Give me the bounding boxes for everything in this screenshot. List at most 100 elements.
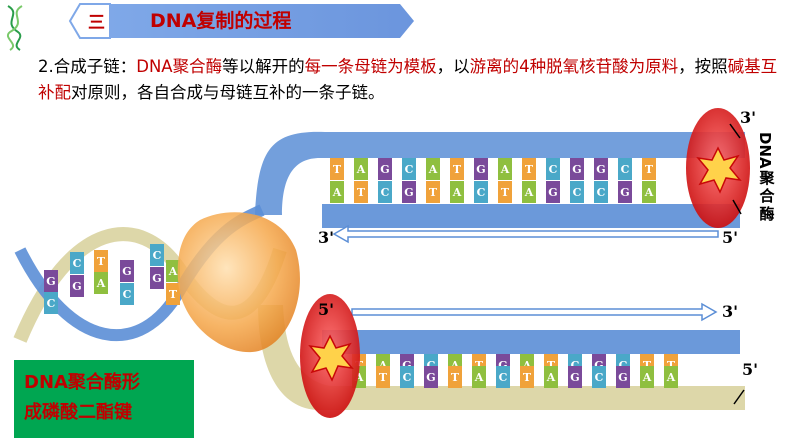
nucleotide-G: G — [618, 181, 632, 203]
nucleotide-T: T — [426, 181, 440, 203]
nucleotide-C: C — [378, 181, 392, 203]
nucleotide-A: A — [166, 260, 180, 282]
nucleotide-G: G — [616, 366, 630, 388]
svg-text:T: T — [475, 359, 484, 372]
svg-text:C: C — [597, 186, 606, 199]
svg-text:T: T — [667, 359, 676, 372]
dna-polymerase-bottom — [300, 294, 745, 418]
svg-text:C: C — [621, 163, 630, 176]
nucleotide-T: T — [520, 366, 534, 388]
end-label-top-3prime: 3' — [740, 108, 757, 127]
nucleotide-A: A — [94, 272, 108, 294]
para-part: 等以解开的 — [222, 57, 305, 76]
svg-text:C: C — [595, 371, 604, 384]
svg-text:C: C — [381, 186, 390, 199]
svg-text:G: G — [570, 371, 579, 384]
para-keyword: DNA聚合酶 — [136, 57, 223, 76]
nucleotide-C: C — [570, 181, 584, 203]
svg-text:C: C — [403, 371, 412, 384]
svg-text:C: C — [499, 371, 508, 384]
svg-text:T: T — [333, 163, 342, 176]
svg-text:G: G — [548, 186, 557, 199]
svg-text:A: A — [546, 371, 556, 384]
nucleotide-A: A — [640, 366, 654, 388]
svg-text:A: A — [354, 371, 364, 384]
svg-text:A: A — [96, 277, 106, 290]
svg-text:A: A — [644, 186, 654, 199]
svg-text:C: C — [153, 249, 162, 262]
nucleotide-C: C — [592, 366, 606, 388]
svg-text:C: C — [73, 257, 82, 270]
vertical-label-char: DNA — [756, 132, 774, 169]
top-new-strand — [322, 204, 740, 228]
vertical-label-char: 酶 — [759, 204, 775, 223]
vertical-label-char: 聚 — [759, 168, 775, 187]
nucleotide-T: T — [642, 158, 656, 180]
nucleotide-C: C — [546, 158, 560, 180]
svg-text:T: T — [547, 359, 556, 372]
nucleotide-C: C — [618, 158, 632, 180]
nucleotide-G: G — [568, 366, 582, 388]
bottom-parental-strand — [258, 305, 745, 410]
svg-text:T: T — [97, 255, 106, 268]
para-part: ，以 — [436, 57, 470, 76]
nucleotide-C: C — [44, 292, 58, 314]
svg-text:A: A — [524, 186, 534, 199]
svg-text:G: G — [476, 163, 485, 176]
svg-text:C: C — [477, 186, 486, 199]
nucleotide-C: C — [594, 181, 608, 203]
nucleotide-A: A — [330, 181, 344, 203]
svg-text:G: G — [402, 359, 411, 372]
svg-text:T: T — [379, 371, 388, 384]
nucleotide-G: G — [378, 158, 392, 180]
nucleotide-A: A — [544, 366, 558, 388]
nucleotide-G: G — [546, 181, 560, 203]
nucleotide-C: C — [402, 158, 416, 180]
bottom-base-pairs: TAGCATGATCGCTTATCGTACTAGCGAA — [352, 354, 678, 388]
nucleotide-T: T — [450, 158, 464, 180]
svg-text:C: C — [571, 359, 580, 372]
svg-text:A: A — [428, 163, 438, 176]
nucleotide-C: C — [474, 181, 488, 203]
nucleotide-C: C — [150, 244, 164, 266]
nucleotide-A: A — [450, 181, 464, 203]
svg-text:A: A — [168, 265, 178, 278]
svg-text:C: C — [427, 359, 436, 372]
nucleotide-T: T — [376, 366, 390, 388]
para-keyword: 每一条母链为模板 — [304, 57, 437, 76]
enzyme-caption-line2: 成磷酸二酯键 — [24, 402, 132, 423]
svg-text:T: T — [451, 371, 460, 384]
end-label-bottom-arrow-3prime: 3' — [722, 302, 739, 321]
nucleotide-A: A — [498, 158, 512, 180]
svg-text:A: A — [356, 163, 366, 176]
nucleotide-T: T — [522, 158, 536, 180]
svg-text:C: C — [123, 288, 132, 301]
nucleotide-A: A — [522, 181, 536, 203]
description-paragraph: 2.合成子链：DNA聚合酶等以解开的每一条母链为模板，以游离的4种脱氧核苷酸为原… — [38, 54, 778, 106]
svg-text:A: A — [474, 371, 484, 384]
nucleotide-G: G — [150, 267, 164, 289]
enzyme-caption-box: DNA聚合酶形 成磷酸二酯键 — [14, 360, 194, 438]
svg-text:T: T — [501, 186, 510, 199]
nucleotide-T: T — [354, 181, 368, 203]
svg-text:G: G — [46, 275, 55, 288]
nucleotide-T: T — [498, 181, 512, 203]
svg-text:A: A — [378, 359, 388, 372]
svg-text:G: G — [122, 265, 131, 278]
svg-text:G: G — [596, 163, 605, 176]
nucleotide-A: A — [642, 181, 656, 203]
nucleotide-G: G — [474, 158, 488, 180]
svg-text:T: T — [645, 163, 654, 176]
svg-text:A: A — [666, 371, 676, 384]
section-number: 三 — [88, 13, 105, 33]
nucleotide-G: G — [402, 181, 416, 203]
end-label-bottom-arrow-5prime: 5' — [318, 300, 335, 319]
svg-text:G: G — [380, 163, 389, 176]
para-part: 2.合成子链： — [38, 57, 137, 76]
nucleotide-A: A — [472, 366, 486, 388]
nucleotide-C: C — [400, 366, 414, 388]
